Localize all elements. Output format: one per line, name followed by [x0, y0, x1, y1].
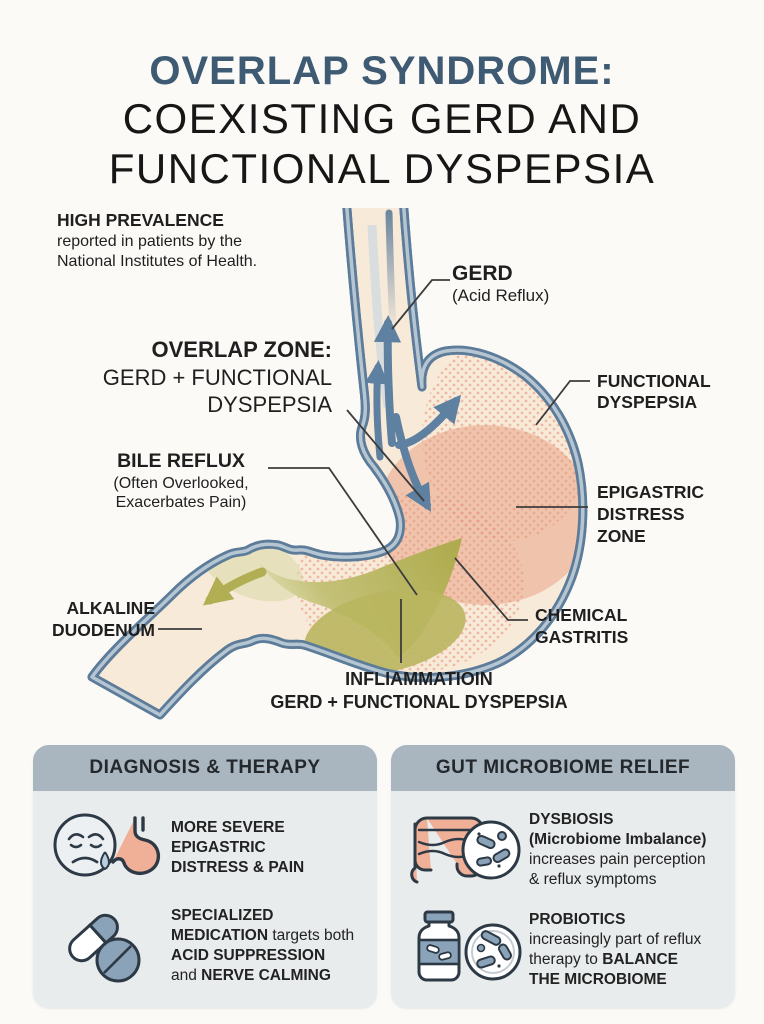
reflux-arrows — [364, 315, 462, 512]
reflux-down-arrow — [392, 413, 432, 512]
functional-dyspepsia-label: FUNCTIONAL DYSPEPSIA — [597, 371, 711, 412]
title-accent-line: OVERLAP SYNDROME: — [149, 49, 615, 93]
gut-microbiome-icon — [410, 816, 521, 884]
dysbiosis-row: DYSBIOSIS(Microbiome Imbalance)increases… — [403, 804, 723, 896]
bile-pool — [304, 589, 466, 675]
sad-face-stomach-icon — [53, 813, 161, 877]
esophagus-open-top-mask — [336, 195, 412, 208]
gerd-label: GERD (Acid Reflux) — [452, 262, 550, 306]
gut-microbiome-card: GUT MICROBIOME RELIEF — [391, 745, 735, 1008]
title-line-2: COEXISTING GERD AND — [122, 95, 642, 142]
stomach-diagram: HIGH PREVALENCE reported in patients by … — [0, 195, 764, 743]
overlap-zone-leader-line — [346, 409, 425, 502]
reflux-branch-arrow — [395, 394, 462, 449]
alkaline-duodenum-label: ALKALINE DUODENUM — [51, 598, 155, 640]
stomach-wall-inner-line — [90, 195, 585, 717]
page-title: OVERLAP SYNDROME: COEXISTING GERD AND FU… — [0, 48, 764, 193]
bile-reflux-leader-line — [268, 467, 418, 596]
chemical-gastritis-leader-line — [454, 557, 528, 621]
gut-microbiome-header: GUT MICROBIOME RELIEF — [391, 745, 735, 791]
high-prevalence-heading: HIGH PREVALENCE — [57, 210, 224, 230]
diagnosis-therapy-header: DIAGNOSIS & THERAPY — [33, 745, 377, 791]
diagnosis-therapy-card: DIAGNOSIS & THERAPY — [33, 745, 377, 1008]
high-prevalence-note: HIGH PREVALENCE reported in patients by … — [57, 210, 258, 270]
esophagus-reflux-streak — [385, 209, 397, 334]
stomach-illustration — [87, 195, 590, 720]
dysbiosis-text: DYSBIOSIS(Microbiome Imbalance)increases… — [529, 811, 707, 888]
bile-flow-arrow — [202, 567, 267, 606]
gerd-leader-line — [391, 279, 450, 330]
leader-lines — [158, 279, 590, 663]
bile-reflux-label: BILE REFLUX (Often Overlooked, Exacerbat… — [113, 450, 249, 512]
title-line-3: FUNCTIONAL DYSPEPSIA — [108, 144, 656, 192]
reflux-up-arrow-1 — [373, 315, 402, 447]
functional-dyspepsia-leader-line — [535, 380, 590, 426]
probiotics-icon — [417, 910, 522, 982]
medication-pills-icon — [68, 913, 141, 983]
chemical-gastritis-label: CHEMICAL GASTRITIS — [535, 605, 629, 647]
inflammation-label: INFLIAMMATIOIN GERD + FUNCTIONAL DYSPEPS… — [270, 669, 568, 713]
overlap-zone-label: OVERLAP ZONE: GERD + FUNCTIONAL DYSPEPSI… — [102, 337, 332, 417]
reflux-up-arrow-2 — [364, 360, 389, 461]
epigastric-distress-label: EPIGASTRIC DISTRESS ZONE — [597, 482, 704, 546]
